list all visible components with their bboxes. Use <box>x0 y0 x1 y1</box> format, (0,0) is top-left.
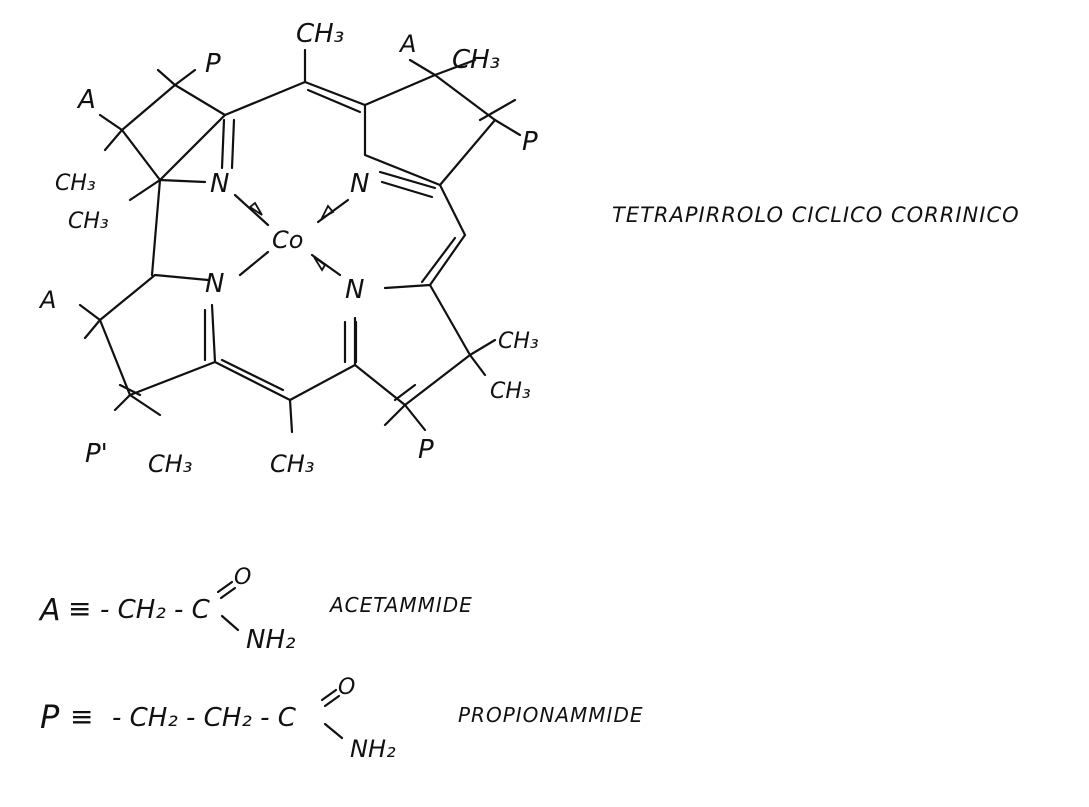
atom-ch3-right-2: CH₃ <box>490 379 531 404</box>
atom-ch3-top-right: CH₃ <box>452 45 500 75</box>
atom-a-left: A <box>76 85 96 115</box>
legend-p-chain: - CH₂ - CH₂ - C <box>112 703 297 733</box>
atom-ch3-bottom-2: CH₃ <box>270 450 314 478</box>
bond-n1-co <box>233 193 270 227</box>
bond-right-bridge <box>428 183 467 287</box>
bond-c-n1-double <box>220 118 236 170</box>
bond-top-bridge-double <box>306 88 362 114</box>
legend-a-name: ACETAMMIDE <box>328 593 473 617</box>
atom-n-bottom-left: N <box>205 269 224 299</box>
legend-p: P ≡ - CH₂ - CH₂ - C O NH₂ PROPIONAMMIDE <box>40 675 644 763</box>
atom-p-top-left: P <box>205 49 221 79</box>
bond-bottom-bridge-double <box>220 358 285 392</box>
legend-a: A ≡ - CH₂ - C O NH₂ ACETAMMIDE <box>38 565 473 655</box>
atom-p-right-top: P <box>522 127 538 157</box>
bond-a-substituents <box>98 68 197 202</box>
legend-p-amine: NH₂ <box>350 735 396 763</box>
bond-ring-d <box>98 273 217 397</box>
atom-co-center: Co <box>272 226 303 254</box>
bond-n3-double <box>343 320 358 364</box>
bond-ring-b <box>363 73 497 187</box>
legend-a-single-bond <box>220 614 240 632</box>
atom-p-bottom-right: P <box>418 435 434 465</box>
legend-a-double-bond <box>216 580 237 600</box>
atom-p-prime-bottom-left: P' <box>85 439 108 469</box>
legend-a-symbol: A <box>38 593 61 628</box>
atom-ch3-right-1: CH₃ <box>498 329 539 354</box>
atom-a-top-right: A <box>398 30 416 58</box>
atom-ch3-top: CH₃ <box>296 19 344 49</box>
atom-ch3-left-1: CH₃ <box>55 171 96 196</box>
atom-ch3-bottom-1: CH₃ <box>148 450 192 478</box>
atom-ch3-left-2: CH₃ <box>68 209 109 234</box>
legend-p-equiv: ≡ <box>70 700 93 733</box>
atom-labels: CH₃ A CH₃ P A P CH₃ CH₃ N N Co N N A CH₃… <box>38 19 539 478</box>
legend-a-equiv: ≡ <box>68 592 91 625</box>
bond-n1-link <box>158 178 207 184</box>
coord-arrow-3 <box>313 256 327 272</box>
bond-n4-co <box>238 250 270 277</box>
bond-c-substituents <box>383 338 497 432</box>
legend-a-amine: NH₂ <box>246 625 295 655</box>
legend-p-oxygen: O <box>338 675 355 700</box>
legend-p-name: PROPIONAMMIDE <box>458 703 644 727</box>
bonds <box>78 48 522 434</box>
legend-p-single-bond <box>323 722 344 740</box>
atom-n-top-right: N <box>350 169 369 199</box>
legend-a-chain: - CH₂ - C <box>100 595 211 625</box>
coord-arrow-2 <box>319 204 335 221</box>
bond-ring-a <box>120 83 227 182</box>
legend-p-symbol: P <box>40 698 60 736</box>
bond-right-bridge-double <box>420 236 457 284</box>
bond-n2-double <box>378 170 437 199</box>
legend-a-oxygen: O <box>234 565 251 590</box>
bond-left-link <box>150 178 162 277</box>
legend-p-double-bond <box>320 688 341 708</box>
coord-arrow-1 <box>248 201 263 216</box>
bond-bottom-methyl <box>288 398 294 434</box>
atom-n-top-left: N <box>210 169 229 199</box>
bond-b-substituents <box>408 58 522 137</box>
bond-d-substituents <box>78 303 162 417</box>
bond-top-bridge <box>223 80 367 117</box>
atom-n-bottom-right: N <box>345 275 364 305</box>
structure-caption: TETRAPIRROLO CICLICO CORRINICO <box>612 203 1020 227</box>
atom-a-bottom-left: A <box>38 286 56 314</box>
